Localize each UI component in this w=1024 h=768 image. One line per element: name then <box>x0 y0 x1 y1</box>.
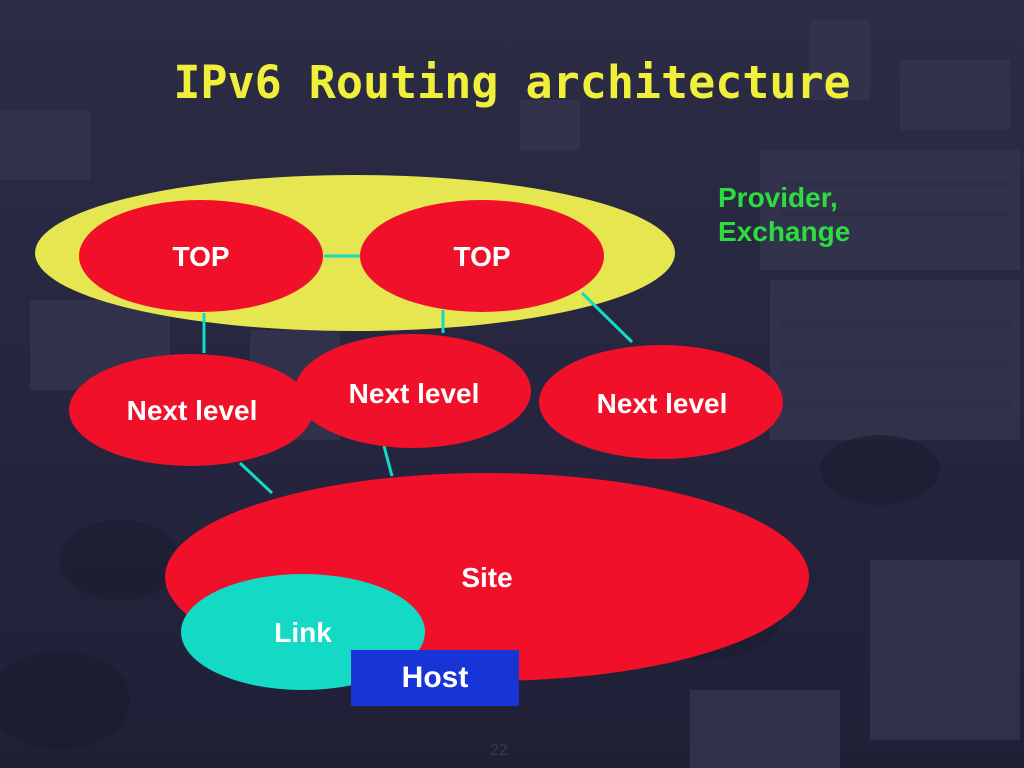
provider-label-line-2: Exchange <box>718 215 851 247</box>
link-node-label: Link <box>274 617 332 648</box>
provider-label-line-1: Provider, <box>718 182 838 213</box>
next-level-node-middle-label: Next level <box>349 378 480 409</box>
next-level-node-right-label: Next level <box>597 388 728 419</box>
top-node-right <box>360 200 604 312</box>
page-number: 22 <box>490 742 508 759</box>
slide-title: IPv6 Routing architecture <box>173 56 851 109</box>
connector-next-left-site <box>238 461 274 495</box>
site-node-label: Site <box>461 562 512 593</box>
top-node-left-label: TOP <box>172 241 229 272</box>
top-node-right-label: TOP <box>453 241 510 272</box>
connector-next-middle-site <box>382 445 394 477</box>
connector-top-right-next-right <box>580 291 634 344</box>
provider-exchange-label: Provider, Exchange <box>718 181 850 248</box>
host-node: Host <box>351 650 519 706</box>
next-level-node-middle <box>295 334 531 448</box>
connectors <box>202 254 634 495</box>
host-node-label: Host <box>401 661 469 694</box>
top-node-left <box>79 200 323 312</box>
next-level-node-left-label: Next level <box>127 395 258 426</box>
next-level-node-right <box>539 345 783 459</box>
next-level-node-left <box>69 354 313 466</box>
